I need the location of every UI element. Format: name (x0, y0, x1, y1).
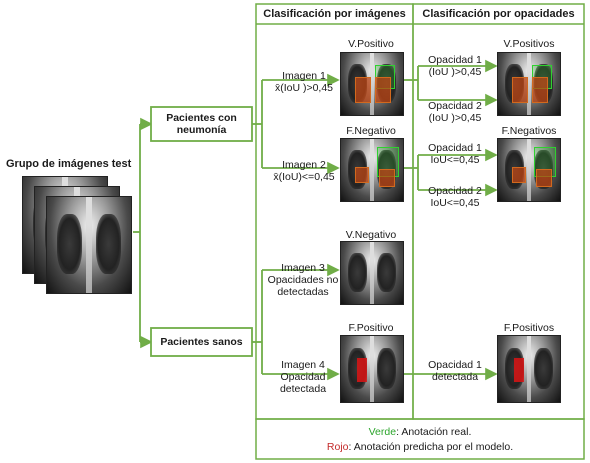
xray-opacity-tp (497, 52, 561, 116)
edge-label-op1-tp: Opacidad 1 (IoU )>0,45 (428, 54, 482, 78)
edge-label-image1: Imagen 1 x̄(IoU )>0,45 (274, 70, 334, 94)
edge-label-image4: Imagen 4 Opacidad detectada (279, 359, 327, 395)
legend-predicted: Rojo: Anotación predicha por el modelo. (256, 441, 584, 453)
xray-image3 (340, 241, 404, 305)
edge-label-op1-fp: Opacidad 1 detectada (428, 359, 482, 383)
legend-rojo-text: : Anotación predicha por el modelo. (348, 441, 514, 453)
xray-image1 (340, 52, 404, 116)
pneumonia-label: Pacientes con neumonía (166, 112, 237, 136)
legend-verde-word: Verde (368, 426, 397, 438)
edge-label-op2-tp: Opacidad 2 (IoU )>0,45 (428, 100, 482, 124)
healthy-box (150, 327, 253, 357)
edge-label-op2-fn: Opacidad 2 IoU<=0,45 (428, 185, 482, 209)
edge-label-image3: Imagen 3 Opacidades no detectadas (267, 262, 339, 298)
label-f-positivo: F.Positivo (348, 322, 394, 334)
xray-image2 (340, 138, 404, 202)
label-v-positivos: V.Positivos (503, 38, 555, 50)
label-f-positivos: F.Positivos (503, 322, 555, 334)
legend-real: Verde: Anotación real. (256, 426, 584, 438)
legend-frame (255, 418, 585, 460)
edge-label-image2: Imagen 2 x̄(IoU)<=0,45 (273, 159, 335, 183)
xray-thumb-front (46, 196, 132, 294)
healthy-label: Pacientes sanos (160, 336, 243, 348)
edge-label-op1-fn: Opacidad 1 IoU<=0,45 (428, 142, 482, 166)
xray-opacity-fp (497, 335, 561, 403)
test-group-title: Grupo de imágenes test (6, 158, 132, 170)
xray-opacity-fn (497, 138, 561, 202)
images-column-header: Clasificación por imágenes (263, 8, 406, 20)
label-f-negativo: F.Negativo (346, 125, 396, 137)
label-v-positivo: V.Positivo (348, 38, 394, 50)
opacities-column-header: Clasificación por opacidades (422, 8, 575, 20)
label-v-negativo: V.Negativo (345, 229, 397, 241)
legend-verde-text: : Anotación real. (396, 426, 472, 438)
label-f-negativos: F.Negativos (501, 125, 557, 137)
xray-image4 (340, 335, 404, 403)
pneumonia-box (150, 106, 253, 142)
legend-rojo-word: Rojo (326, 441, 349, 453)
